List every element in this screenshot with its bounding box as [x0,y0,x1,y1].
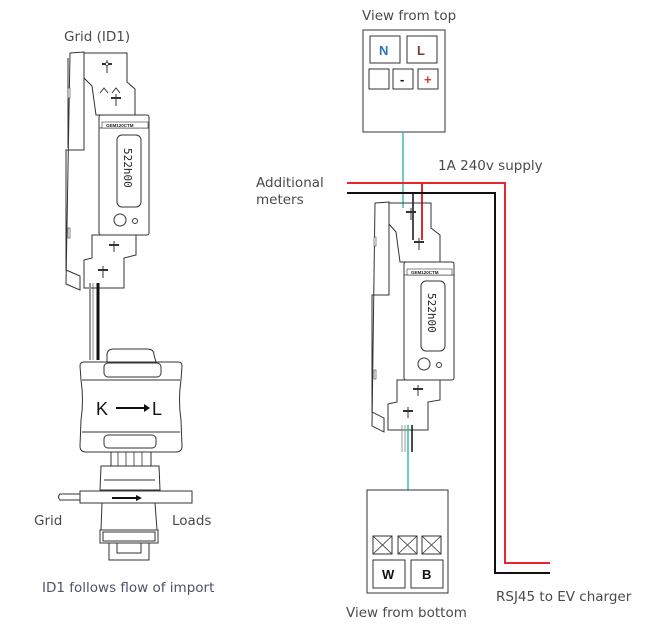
ct-wires [89,283,100,360]
flow-arrow-icon [112,495,142,501]
screw-icon [102,60,112,73]
terminal-l [406,35,438,64]
lcd-display [116,134,142,208]
screw-icon [111,94,121,106]
terminal-n-label: N [379,43,388,58]
meter-bottom-wires [401,425,413,490]
black-wire [347,192,550,574]
meter-model-label: GEM120CTM [106,123,134,128]
crossed-terminal-icon [372,535,393,555]
terminal-minus [392,68,414,90]
screw-icon [98,266,108,278]
left-meter: GEM120CTM 522h00 [65,51,150,291]
lcd-reading: 522h00 [121,148,134,188]
screw-icon [109,241,119,252]
view-from-bottom-label: View from bottom [346,605,467,621]
meter-model-label: GEM120CTM [411,270,439,275]
terminal-w [372,559,406,589]
terminal-b [410,559,444,589]
top-view-terminal-block: N L - + [362,29,446,133]
screw-icon [406,208,416,220]
ct-clamp: K L [58,348,193,561]
terminal-plus-label: + [424,72,432,87]
terminal-minus-label: - [400,72,404,87]
crossed-terminal-icon [397,535,418,555]
meter-button [417,357,431,371]
screw-icon [403,407,413,418]
meter-led [132,218,138,224]
crossed-terminal-icon [421,535,442,555]
terminal-w-label: W [382,567,395,582]
supply-wires [347,132,550,574]
screw-icon [413,385,423,396]
bottom-view-terminal-block: W B [366,489,449,594]
ct-from-label: K [96,399,108,419]
ct-to-label: L [152,399,162,419]
id1-flow-caption: ID1 follows flow of import [42,580,214,596]
terminal-l-label: L [417,43,425,58]
ct-direction-arrow-icon [116,404,150,412]
rsj45-label: RSJ45 to EV charger [496,589,632,605]
loads-label: Loads [172,513,211,529]
meter-button [113,213,127,227]
right-meter: GEM120CTM 522h00 [371,201,455,433]
lcd-display [420,280,446,352]
view-from-top-label: View from top [362,8,456,24]
supply-label: 1A 240v supply [438,158,543,174]
additional-meters-label-2: meters [256,192,304,208]
screw-icon [414,238,424,250]
grid-label: Grid [34,513,62,529]
additional-meters-label-1: Additional [256,175,324,191]
terminal-blank [368,68,390,90]
meter-led [436,362,442,368]
terminal-n [369,35,401,64]
lcd-reading: 522h00 [425,293,438,333]
terminal-b-label: B [422,567,431,582]
terminal-plus [417,68,439,90]
red-wire [347,182,550,564]
grid-id1-label: Grid (ID1) [64,29,130,45]
